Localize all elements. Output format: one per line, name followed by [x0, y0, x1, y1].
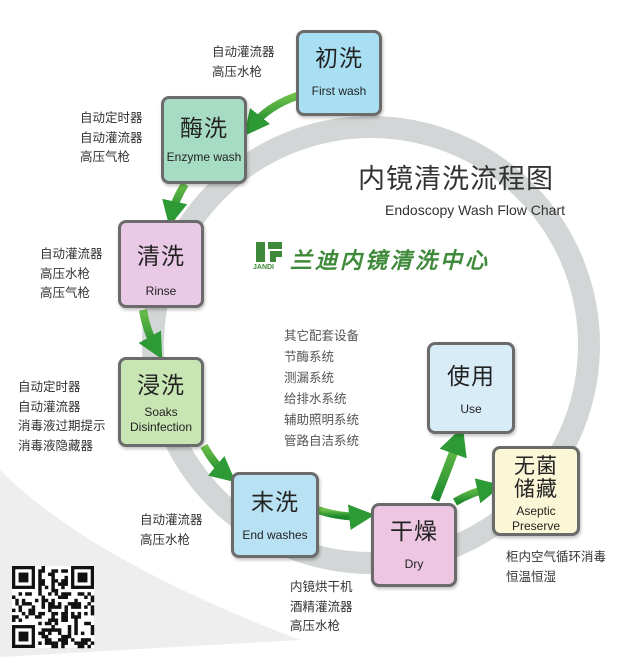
step-rinse-zh: 清洗: [137, 244, 185, 270]
note-line: 高压水枪: [40, 265, 91, 281]
note-line: 自动灌流器: [40, 246, 103, 261]
step-dry-en: Dry: [404, 557, 424, 572]
step-end-washes: 末洗 End washes: [231, 472, 319, 558]
note-rinse: 自动灌流器 高压水枪 高压气枪: [40, 244, 103, 303]
note-line: 消毒液隐藏器: [18, 437, 94, 453]
other-equipment-list: 其它配套设备 节酶系统 测漏系统 给排水系统 辅助照明系统 管路自洁系统: [284, 325, 359, 451]
step-soaks-disinfection: 浸洗 Soaks Disinfection: [118, 357, 204, 447]
step-enzyme-wash: 酶洗 Enzyme wash: [161, 96, 247, 184]
note-end-washes: 自动灌流器 高压水枪: [140, 510, 203, 549]
other-equipment-item: 管路自洁系统: [284, 433, 360, 448]
other-equipment-item: 给排水系统: [284, 391, 347, 406]
step-rinse-en: Rinse: [145, 284, 177, 299]
other-equipment-heading: 其它配套设备: [284, 328, 360, 343]
arrow-soaks-to-end: [200, 444, 236, 483]
note-line: 柜内空气循环消毒: [506, 549, 607, 564]
step-soaks-en2: Disinfection: [129, 420, 193, 435]
step-rinse: 清洗 Rinse: [118, 220, 204, 308]
note-line: 自动灌流器: [212, 44, 275, 59]
other-equipment-item: 节酶系统: [284, 349, 335, 364]
step-use: 使用 Use: [427, 342, 515, 434]
step-use-zh: 使用: [447, 364, 495, 390]
note-line: 自动定时器: [80, 110, 143, 125]
step-end-washes-en: End washes: [242, 528, 308, 543]
step-first-wash-zh: 初洗: [315, 46, 363, 72]
note-line: 高压水枪: [212, 63, 263, 79]
note-first-wash: 自动灌流器 高压水枪: [212, 42, 275, 81]
note-line: 自动灌流器: [18, 398, 81, 414]
note-line: 恒温恒湿: [506, 568, 557, 584]
step-aseptic-preserve: 无菌 储藏 Aseptic Preserve: [492, 446, 580, 536]
step-aseptic-en2: Preserve: [511, 519, 561, 534]
arrow-rinse-to-soaks: [138, 309, 163, 360]
chart-title-zh: 内镜清洗流程图: [358, 164, 554, 195]
step-soaks-en1: Soaks: [144, 405, 178, 420]
other-equipment-item: 辅助照明系统: [284, 412, 360, 427]
chart-title-en: Endoscopy Wash Flow Chart: [385, 202, 565, 218]
note-line: 消毒液过期提示: [18, 418, 106, 433]
note-enzyme-wash: 自动定时器 自动灌流器 高压气枪: [80, 108, 143, 167]
step-use-en: Use: [460, 402, 482, 417]
note-line: 酒精灌流器: [290, 598, 353, 614]
note-line: 自动定时器: [18, 379, 81, 394]
note-line: 高压气枪: [80, 149, 131, 164]
step-aseptic-en1: Aseptic: [516, 504, 556, 519]
step-enzyme-wash-zh: 酶洗: [180, 116, 228, 142]
note-line: 高压水枪: [290, 618, 341, 633]
arrow-dry-to-aseptic: [452, 478, 503, 506]
step-first-wash-en: First wash: [311, 84, 367, 99]
arrow-enzyme-to-rinse: [162, 181, 189, 227]
note-line: 自动灌流器: [80, 129, 143, 145]
brand-logo-text: JANDI: [253, 264, 275, 271]
note-line: 高压水枪: [140, 531, 191, 547]
brand-logo-icon: [256, 242, 282, 262]
arrow-first-to-enzyme: [244, 92, 299, 136]
step-aseptic-zh1: 无菌: [514, 454, 558, 478]
note-line: 自动灌流器: [140, 512, 203, 527]
note-aseptic: 柜内空气循环消毒 恒温恒湿: [506, 547, 606, 586]
step-aseptic-zh2: 储藏: [514, 477, 558, 502]
step-dry: 干燥 Dry: [371, 503, 457, 587]
arrow-end-to-dry: [316, 504, 375, 531]
qr-code-icon: [12, 566, 95, 649]
step-dry-zh: 干燥: [390, 519, 438, 545]
note-line: 高压气枪: [40, 285, 91, 300]
arrow-dry-to-use: [430, 426, 467, 502]
brand-name: 兰迪内镜清洗中心: [290, 249, 491, 274]
step-end-washes-zh: 末洗: [251, 490, 299, 516]
other-equipment-item: 测漏系统: [284, 370, 335, 385]
step-first-wash: 初洗 First wash: [296, 30, 382, 116]
note-line: 内镜烘干机: [290, 579, 353, 594]
note-dry: 内镜烘干机 酒精灌流器 高压水枪: [290, 577, 353, 636]
note-soaks: 自动定时器 自动灌流器 消毒液过期提示 消毒液隐藏器: [18, 377, 106, 455]
step-enzyme-wash-en: Enzyme wash: [166, 150, 242, 165]
step-soaks-zh: 浸洗: [137, 373, 185, 399]
